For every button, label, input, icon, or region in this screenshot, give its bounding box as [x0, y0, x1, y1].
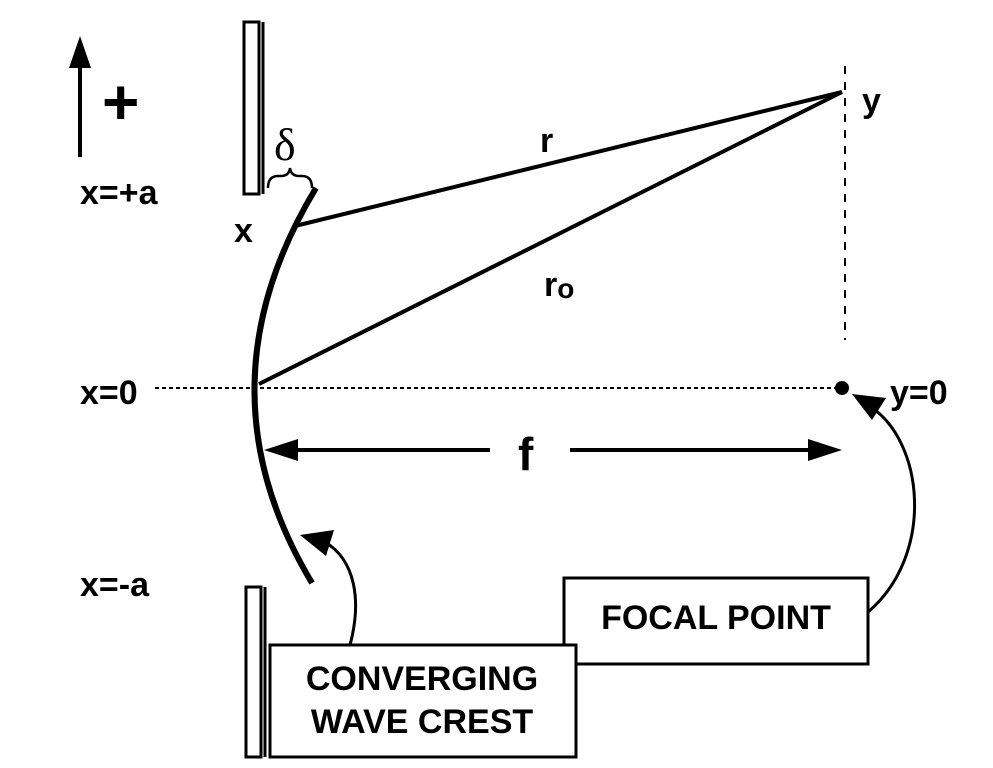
- ray-r0: [258, 90, 843, 386]
- converging-wave-crest: [251, 186, 319, 585]
- r-label: r: [540, 122, 553, 160]
- aperture-upper-screen: [242, 20, 261, 196]
- x-point-label: x: [234, 212, 253, 250]
- delta-brace: [266, 167, 314, 189]
- aperture-lower-screen: [244, 585, 263, 759]
- delta-label: δ: [274, 119, 296, 170]
- x-minus-a-label: x=-a: [80, 566, 150, 604]
- y-zero-label: y=0: [890, 374, 948, 412]
- r0-label: ro: [544, 266, 574, 304]
- y-label: y: [862, 82, 881, 120]
- positive-direction-arrow: [69, 36, 91, 157]
- focal-point-box-text: FOCAL POINT: [601, 599, 831, 637]
- focal-point-dot: [835, 381, 849, 395]
- plus-sign: +: [102, 66, 139, 138]
- focal-point-arrowhead: [852, 394, 886, 420]
- wave-crest-box-text-line2: WAVE CREST: [311, 703, 534, 741]
- x-zero-label: x=0: [80, 374, 138, 412]
- focal-point-callout-arrow: [867, 403, 917, 614]
- wave-crest-callout-arrow: [324, 540, 358, 646]
- focal-length-label: f: [518, 428, 534, 480]
- focal-length-dimension: [264, 439, 842, 461]
- ray-r: [294, 90, 843, 228]
- wave-crest-box-text-line1: CONVERGING: [306, 660, 538, 698]
- wave-crest-box: [268, 643, 578, 759]
- x-plus-a-label: x=+a: [80, 174, 159, 212]
- focal-point-box: [562, 576, 870, 666]
- wave-crest-arrowhead: [300, 530, 334, 556]
